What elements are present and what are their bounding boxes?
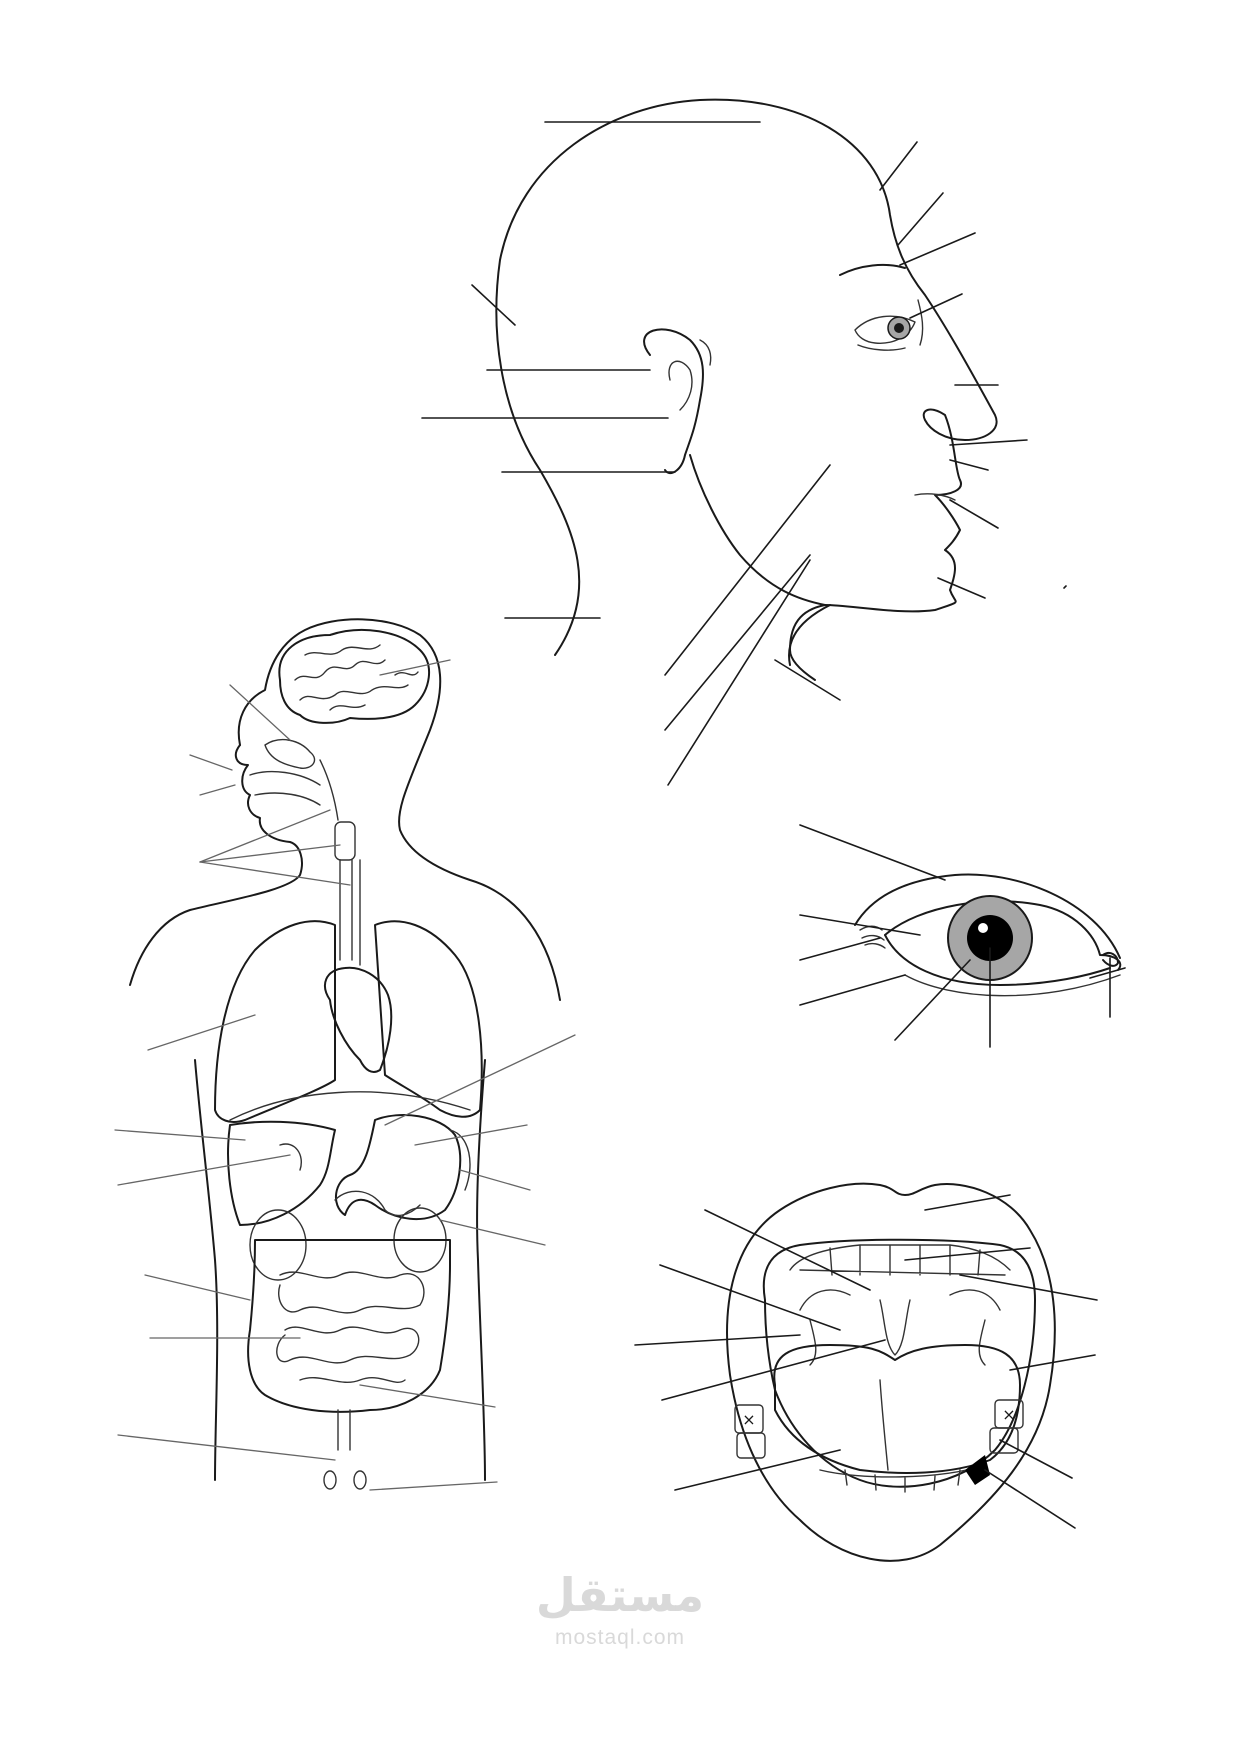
eye-figure xyxy=(799,824,1126,1048)
eye-upper-lid-inner xyxy=(884,900,1122,971)
ear-inner xyxy=(668,360,693,411)
body-organs-figure xyxy=(114,618,576,1491)
lung-right xyxy=(214,920,336,1123)
upper-teeth xyxy=(789,1244,1011,1276)
spleen xyxy=(449,1129,471,1191)
decayed-tooth xyxy=(965,1455,990,1485)
small-intestine xyxy=(276,1271,425,1384)
head-leader-lines xyxy=(421,121,1067,786)
body-outline xyxy=(237,618,561,1001)
heart xyxy=(324,966,393,1073)
svg-text:×: × xyxy=(1002,1405,1015,1424)
inner-mouth xyxy=(762,1238,1036,1488)
eyelashes xyxy=(859,925,886,949)
tongue-midline xyxy=(879,1379,889,1471)
lower-teeth xyxy=(819,1464,986,1493)
face-profile xyxy=(789,408,966,681)
large-intestine xyxy=(247,1239,451,1413)
upper-eyelid xyxy=(854,873,1121,959)
lower-lid-outer xyxy=(904,974,1121,997)
lips-outline xyxy=(726,1182,1056,1562)
eye-leader-lines xyxy=(799,824,1126,1048)
mouth-leader-lines xyxy=(634,1194,1098,1529)
mouth-line xyxy=(914,493,956,501)
tear-duct xyxy=(1102,952,1119,967)
neck-front xyxy=(788,604,831,666)
pupil-highlight xyxy=(978,923,988,933)
brain xyxy=(278,629,431,724)
watermark-logo-arabic: مستقل xyxy=(535,1568,705,1622)
head-profile-figure xyxy=(421,98,1067,786)
svg-text:×: × xyxy=(742,1410,755,1429)
liver xyxy=(227,1120,336,1226)
eye-lower-lid xyxy=(884,934,1111,986)
head-outline xyxy=(495,98,998,656)
ear-outline xyxy=(643,328,704,475)
eyebrow xyxy=(839,263,906,276)
stomach xyxy=(335,1114,462,1221)
body-leader-lines xyxy=(114,659,576,1491)
brain-folds xyxy=(294,644,419,711)
jaw-line xyxy=(689,454,826,606)
mouth-figure: × × xyxy=(634,1182,1098,1562)
body-face-outline xyxy=(129,744,303,986)
watermark-url: mostaql.com xyxy=(554,1626,686,1649)
uvula xyxy=(799,1289,1001,1356)
